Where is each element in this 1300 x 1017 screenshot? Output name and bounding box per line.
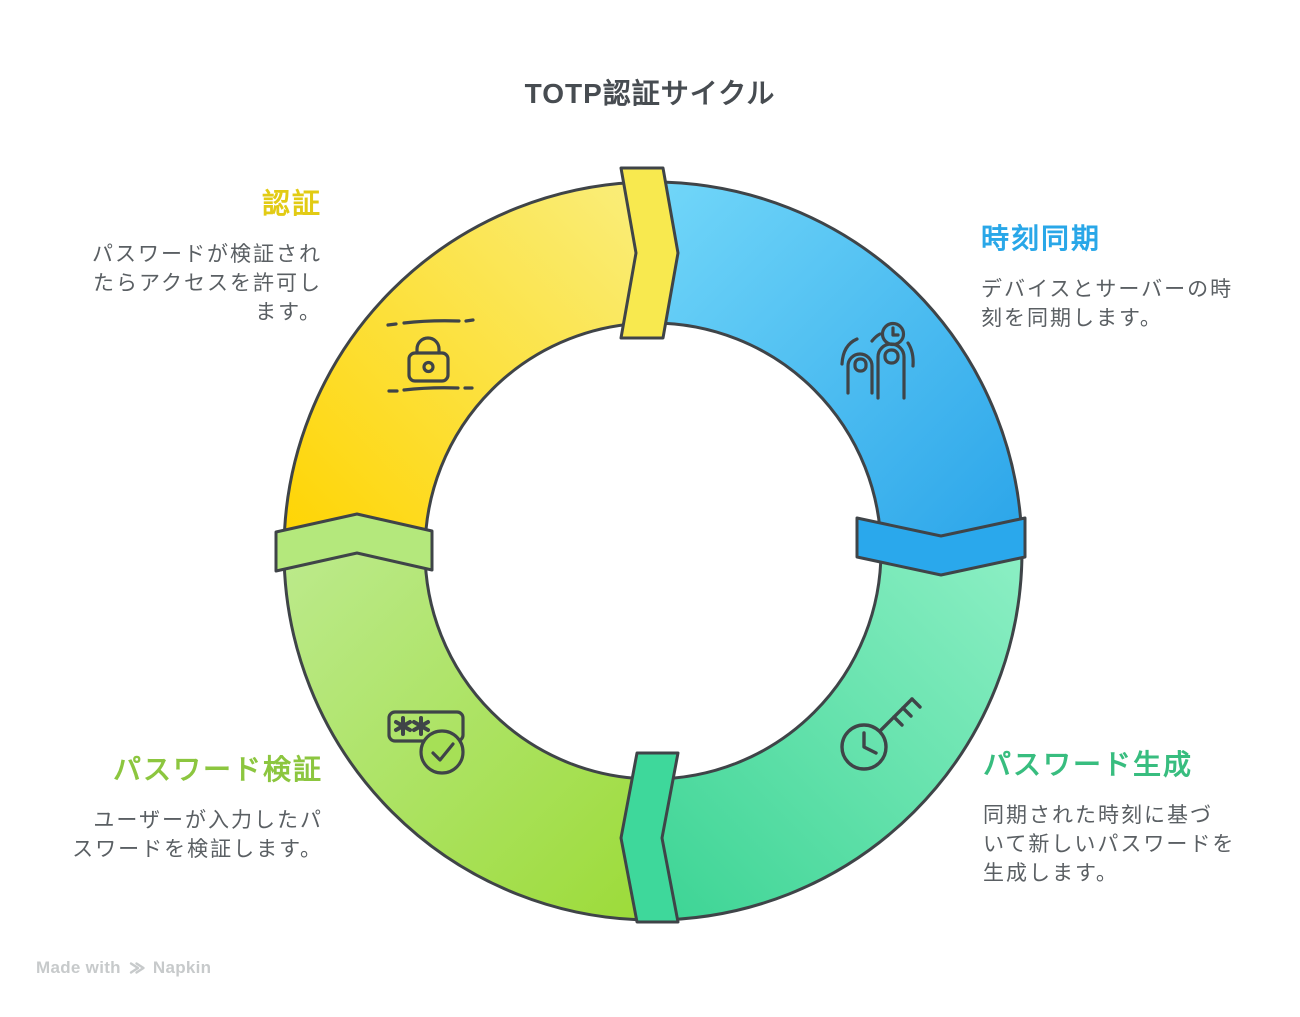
- segment-password-verification: [282, 549, 655, 922]
- lock-icon: [386, 318, 475, 393]
- napkin-logo-icon: [129, 962, 145, 974]
- step-time-sync: 時刻同期 デバイスとサーバーの時 刻を同期します。: [981, 222, 1293, 333]
- step-authentication-description: パスワードが検証され たらアクセスを許可し ます。: [92, 243, 322, 324]
- step-password-verification-label: パスワード検証: [112, 754, 323, 785]
- step-password-generation-description: 同期された時刻に基づ いて新しいパスワードを 生成します。: [983, 804, 1236, 885]
- watermark-made-with-napkin[interactable]: Made with Napkin: [36, 958, 211, 978]
- chevron-time-sync-icon: [855, 516, 1027, 577]
- segment-password-generation: [651, 549, 1024, 922]
- watermark-brand: Napkin: [152, 958, 212, 977]
- page-title: TOTP認証サイクル: [524, 78, 776, 109]
- step-password-generation: パスワード生成 同期された時刻に基づ いて新しいパスワードを 生成します。: [983, 748, 1283, 888]
- step-time-sync-label: 時刻同期: [981, 223, 1102, 254]
- segment-authentication: [282, 180, 655, 553]
- step-authentication: 認証 パスワードが検証され たらアクセスを許可し ます。: [52, 187, 322, 327]
- chevron-password-verification-icon: [274, 512, 434, 573]
- step-authentication-label: 認証: [261, 188, 322, 219]
- chevron-authentication-icon: [619, 166, 680, 340]
- chevron-password-generation-icon: [619, 751, 680, 924]
- step-password-verification-description: ユーザーが入力したパ スワードを検証します。: [72, 809, 323, 861]
- password-check-icon: [387, 710, 465, 775]
- step-password-generation-label: パスワード生成: [983, 749, 1194, 780]
- step-password-verification: パスワード検証 ユーザーが入力したパ スワードを検証します。: [30, 753, 323, 864]
- step-time-sync-description: デバイスとサーバーの時 刻を同期します。: [981, 278, 1234, 330]
- segment-time-sync: [651, 180, 1024, 553]
- key-clock-icon: [840, 697, 922, 771]
- fingerprint-clock-icon: [840, 321, 915, 400]
- watermark-prefix: Made with: [36, 958, 121, 977]
